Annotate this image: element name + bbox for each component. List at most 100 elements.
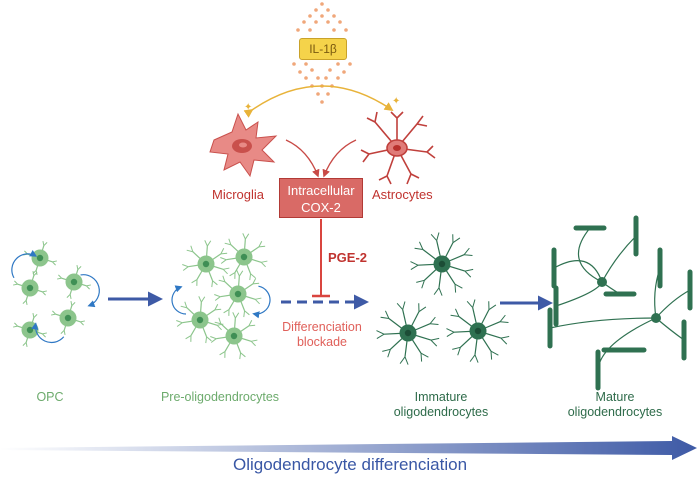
cell-branch (35, 270, 38, 275)
cell-branch (452, 346, 461, 350)
cell-branch (86, 284, 91, 287)
cell-branch (63, 330, 66, 335)
cell-branch (430, 337, 440, 341)
mature-process (555, 281, 603, 307)
differentiation-axis-arrow (0, 436, 697, 460)
proliferation-cycle-arrow (31, 322, 65, 344)
cell-branch (176, 320, 183, 324)
glial-cell (23, 241, 57, 275)
cell-branch (222, 268, 228, 275)
pre-oligodendrocyte-cluster (171, 233, 271, 360)
cell-branch (410, 264, 419, 270)
cell-branch (42, 241, 45, 246)
cell-branch (430, 323, 439, 326)
cytokine-dot (324, 76, 328, 80)
cell-branch (216, 324, 222, 331)
cell-branch (469, 354, 476, 362)
cell-branch (490, 350, 499, 356)
glial-cell (13, 313, 47, 347)
cell-nucleus (36, 254, 44, 262)
cell-branch (258, 241, 263, 248)
cell-branch (384, 310, 390, 319)
cell-branch (214, 296, 221, 301)
cell-branch (236, 270, 240, 277)
cytokine-dot (342, 70, 346, 74)
cell-branch (240, 352, 246, 358)
cell-nucleus (240, 253, 248, 261)
cell-branch (229, 272, 236, 277)
cell-nucleus (404, 329, 412, 337)
cell-nucleus (438, 260, 446, 268)
cell-branch (420, 352, 429, 358)
cell-branch (420, 353, 423, 362)
blockade-line2: blockade (296, 335, 348, 349)
cell-branch (214, 304, 219, 311)
sparkle-icon: ✦ (392, 96, 400, 107)
cell-branch (51, 313, 56, 316)
cell-branch (210, 338, 217, 343)
cell-branch (212, 280, 218, 286)
cell-branch (214, 308, 222, 311)
cell-branch (42, 291, 46, 296)
cytokine-dot (296, 28, 300, 32)
cell-branch (488, 304, 497, 311)
cell-branch (396, 302, 404, 310)
immature-line1: Immature (414, 390, 468, 404)
cell-branch (52, 260, 57, 263)
cell-branch (450, 314, 459, 317)
cell-branch (214, 294, 221, 298)
mature-process (655, 317, 685, 341)
mature-oligodendrocyte-cluster (547, 215, 693, 391)
cell-branch (198, 296, 202, 303)
cell-branch (464, 268, 474, 272)
microglia-label: Microglia (212, 187, 265, 202)
cell-branch (250, 273, 256, 279)
glial-cell (214, 270, 262, 318)
cytokine-dot (336, 62, 340, 66)
cell-branch (239, 352, 242, 360)
opc-cell-cluster (11, 241, 100, 347)
cell-nucleus (230, 332, 238, 340)
cell-branch (60, 330, 65, 334)
cell-branch (429, 316, 436, 325)
cell-branch (191, 279, 198, 284)
cytokine-dot (292, 62, 296, 66)
cell-branch (52, 310, 56, 315)
cell-branch (430, 233, 438, 241)
cell-branch (43, 242, 48, 246)
cell-nucleus (26, 284, 34, 292)
cytokine-dot (316, 92, 320, 96)
cell-branch (490, 351, 493, 360)
cell-branch (252, 282, 260, 285)
mature-cell-body (651, 313, 661, 323)
cell-branch (219, 351, 226, 356)
cell-branch (200, 296, 206, 303)
cell-branch (217, 323, 224, 326)
mature-process (553, 260, 603, 283)
astrocyte-cell (360, 111, 436, 185)
cell-branch (238, 270, 244, 277)
cell-branch (446, 331, 455, 337)
cell-branch (404, 356, 409, 365)
cytokine-dot (308, 28, 312, 32)
cytokine-dot (320, 14, 324, 18)
cytokine-target-arrow (243, 85, 394, 118)
cell-branch (220, 248, 225, 255)
cell-branch (500, 335, 510, 339)
cell-branch (255, 297, 262, 300)
cell-branch (416, 279, 425, 283)
glial-cell (376, 301, 440, 365)
cell-branch (76, 265, 79, 270)
cell-branch (211, 280, 214, 288)
cell-branch (258, 245, 266, 248)
astrocyte-to-cox2-arrow (322, 139, 357, 178)
cell-branch (376, 333, 385, 339)
cell-branch (234, 312, 240, 319)
cell-branch (80, 321, 84, 326)
cell-branch (243, 310, 246, 318)
cell-branch (180, 305, 187, 309)
glial-cell (13, 271, 47, 305)
il1b-badge: IL-1β (299, 38, 347, 60)
cell-branch (244, 233, 250, 240)
cell-branch (220, 257, 227, 261)
